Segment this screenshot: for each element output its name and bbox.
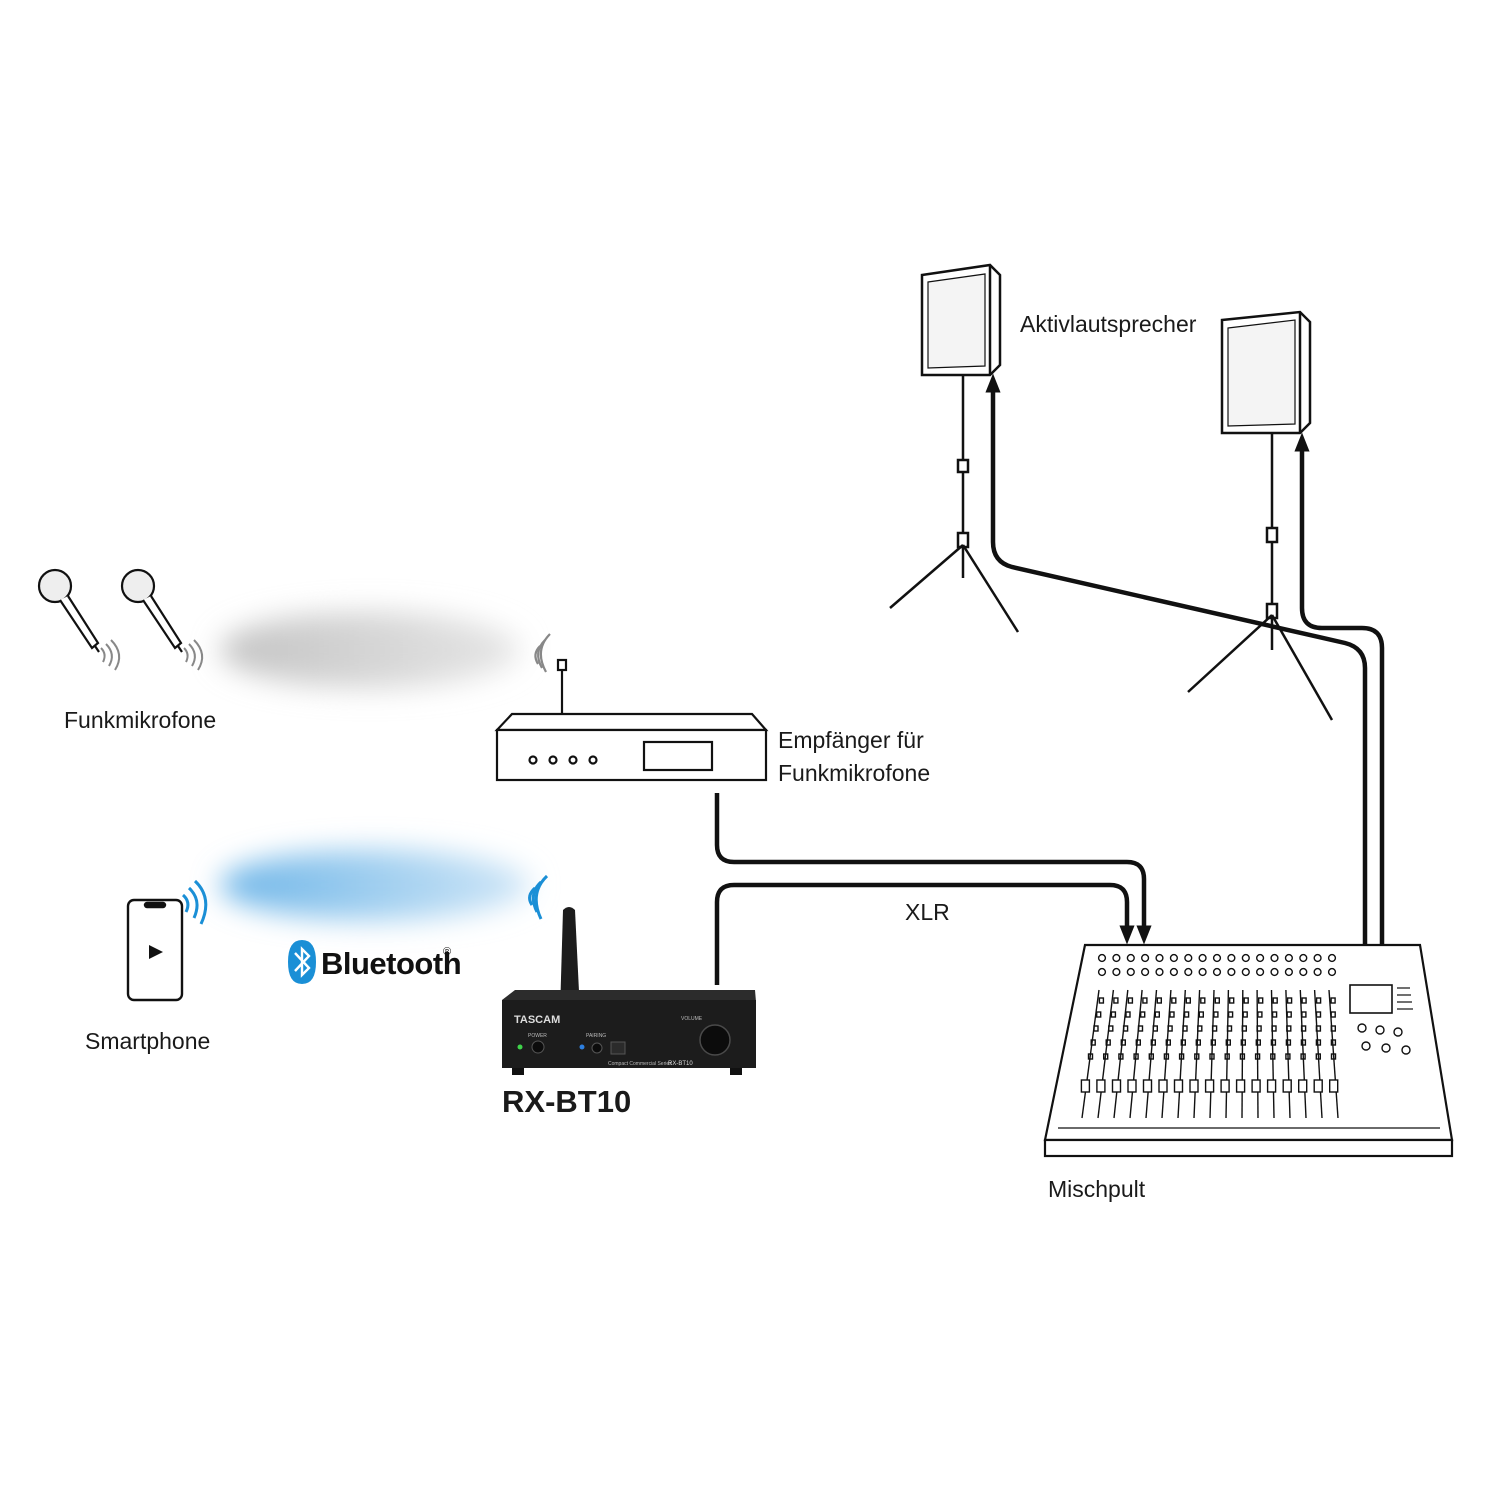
svg-text:®: ® [443, 946, 451, 958]
rf-signal-cloud [220, 612, 520, 688]
mixer-channel-strip [1096, 953, 1121, 1119]
cable-rxbt10-to-mixer [714, 882, 1135, 985]
mixing-console [1043, 943, 1454, 1158]
cable-mixer-to-right-speaker [1294, 432, 1385, 948]
mixer-channel-strip [1220, 953, 1236, 1119]
mixer-channel-strip [1327, 953, 1339, 1119]
label-mischpult: Mischpult [1048, 1176, 1146, 1202]
svg-text:TASCAM: TASCAM [514, 1014, 560, 1026]
mixer-channel-strip [1297, 953, 1308, 1119]
label-smartphone: Smartphone [85, 1028, 211, 1054]
mixer-channel-strip [1282, 953, 1294, 1119]
mixer-channel-strip [1235, 953, 1250, 1119]
label-device-model: RX-BT10 [502, 1084, 632, 1119]
mixer-channel-strip [1111, 953, 1135, 1119]
smartphone-icon [126, 879, 208, 1002]
bluetooth-logo: Bluetooth ® [288, 940, 462, 984]
label-funkmikrofone: Funkmikrofone [64, 707, 217, 733]
svg-text:PAIRING: PAIRING [586, 1033, 606, 1039]
speaker-right [1187, 310, 1334, 721]
wireless-mic-2-icon [120, 568, 204, 671]
speaker-left [889, 263, 1020, 633]
mixer-channel-strip [1173, 953, 1193, 1119]
svg-text:POWER: POWER [528, 1033, 547, 1039]
mixer-channel-strip [1158, 953, 1179, 1119]
label-receiver-line2: Funkmikrofone [778, 760, 931, 786]
label-receiver-line1: Empfänger für [778, 727, 924, 753]
mixer-channel-strip [1127, 953, 1150, 1119]
bluetooth-signal-cloud [220, 850, 530, 920]
wireless-mic-1-icon [37, 568, 121, 671]
mixer-channel-strip [1313, 953, 1323, 1119]
label-xlr: XLR [905, 899, 950, 925]
cable-receiver-to-mixer [714, 793, 1152, 945]
mixer-channel-strip [1266, 953, 1279, 1119]
mixer-channel-strip [1080, 953, 1107, 1119]
mixer-channel-strip [1204, 953, 1222, 1119]
mixer-channel-strips [1080, 953, 1339, 1119]
svg-text:VOLUME: VOLUME [681, 1016, 703, 1022]
mixer-channel-strip [1142, 953, 1164, 1119]
cable-mixer-to-left-speaker [985, 373, 1368, 948]
rx-bt10-device: TASCAM POWER PAIRING VOLUME Compact Comm… [502, 874, 756, 1075]
svg-text:Compact Commercial Series: Compact Commercial Series [608, 1061, 672, 1067]
bluetooth-wordmark: Bluetooth [321, 946, 461, 981]
svg-text:RX-BT10: RX-BT10 [668, 1061, 693, 1067]
wireless-receiver [494, 633, 769, 782]
mixer-channel-strip [1189, 953, 1207, 1119]
label-aktivlautsprecher: Aktivlautsprecher [1020, 311, 1197, 337]
mixer-channel-strip [1251, 953, 1265, 1119]
